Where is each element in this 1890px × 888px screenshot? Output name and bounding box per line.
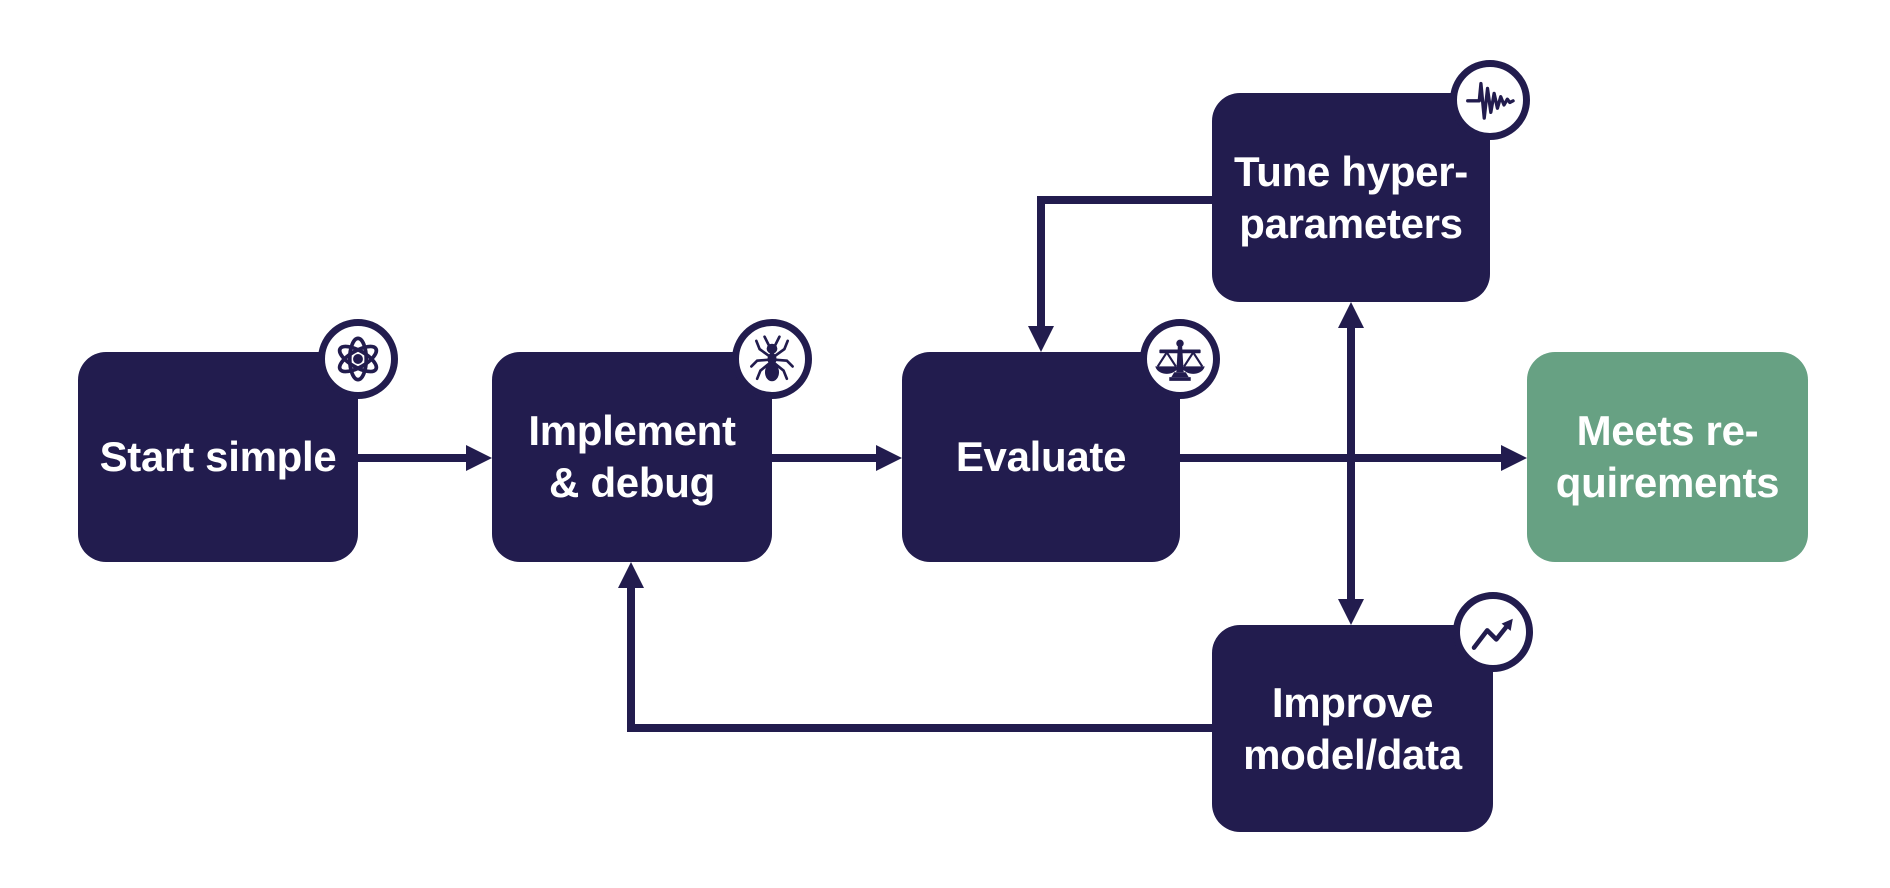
scales-icon <box>1140 319 1220 399</box>
label-line: & debug <box>549 459 715 506</box>
node-label: Tune hyper- parameters <box>1234 146 1468 250</box>
connector-start-to-implement <box>358 445 492 471</box>
label-line: parameters <box>1239 199 1463 247</box>
connector-improve-to-implement <box>618 562 1212 732</box>
waveform-icon <box>1450 60 1530 140</box>
node-label: Implement & debug <box>528 405 736 509</box>
node-label: Start simple <box>100 431 337 483</box>
node-label: Improve model/data <box>1243 677 1462 781</box>
label-line: Start simple <box>99 433 337 480</box>
connector-implement-to-evaluate <box>772 445 902 471</box>
node-tune-hyperparameters: Tune hyper- parameters <box>1212 60 1530 302</box>
label-line: Implement <box>528 407 736 454</box>
connector-tune-to-evaluate <box>1028 196 1212 352</box>
label-line: Improve <box>1271 678 1434 726</box>
connector-tune-improve-bidirectional <box>1338 302 1364 625</box>
trend-icon <box>1453 592 1533 672</box>
node-improve-model-data: Improve model/data <box>1212 592 1533 832</box>
connector-evaluate-to-meets <box>1180 445 1527 471</box>
label-line: model/data <box>1243 730 1462 778</box>
node-implement-debug: Implement & debug <box>492 319 812 562</box>
node-start-simple: Start simple <box>78 319 398 562</box>
label-line: Tune hyper- <box>1234 147 1468 195</box>
node-evaluate: Evaluate <box>902 319 1220 562</box>
node-label: Evaluate <box>955 431 1127 483</box>
node-label: Meets re- quirements <box>1555 405 1780 509</box>
label-line: quirements <box>1555 459 1780 506</box>
ant-icon <box>732 319 812 399</box>
label-line: Evaluate <box>955 433 1127 480</box>
node-meets-requirements: Meets re- quirements <box>1527 352 1808 562</box>
atom-icon <box>318 319 398 399</box>
label-line: Meets re- <box>1576 407 1759 454</box>
